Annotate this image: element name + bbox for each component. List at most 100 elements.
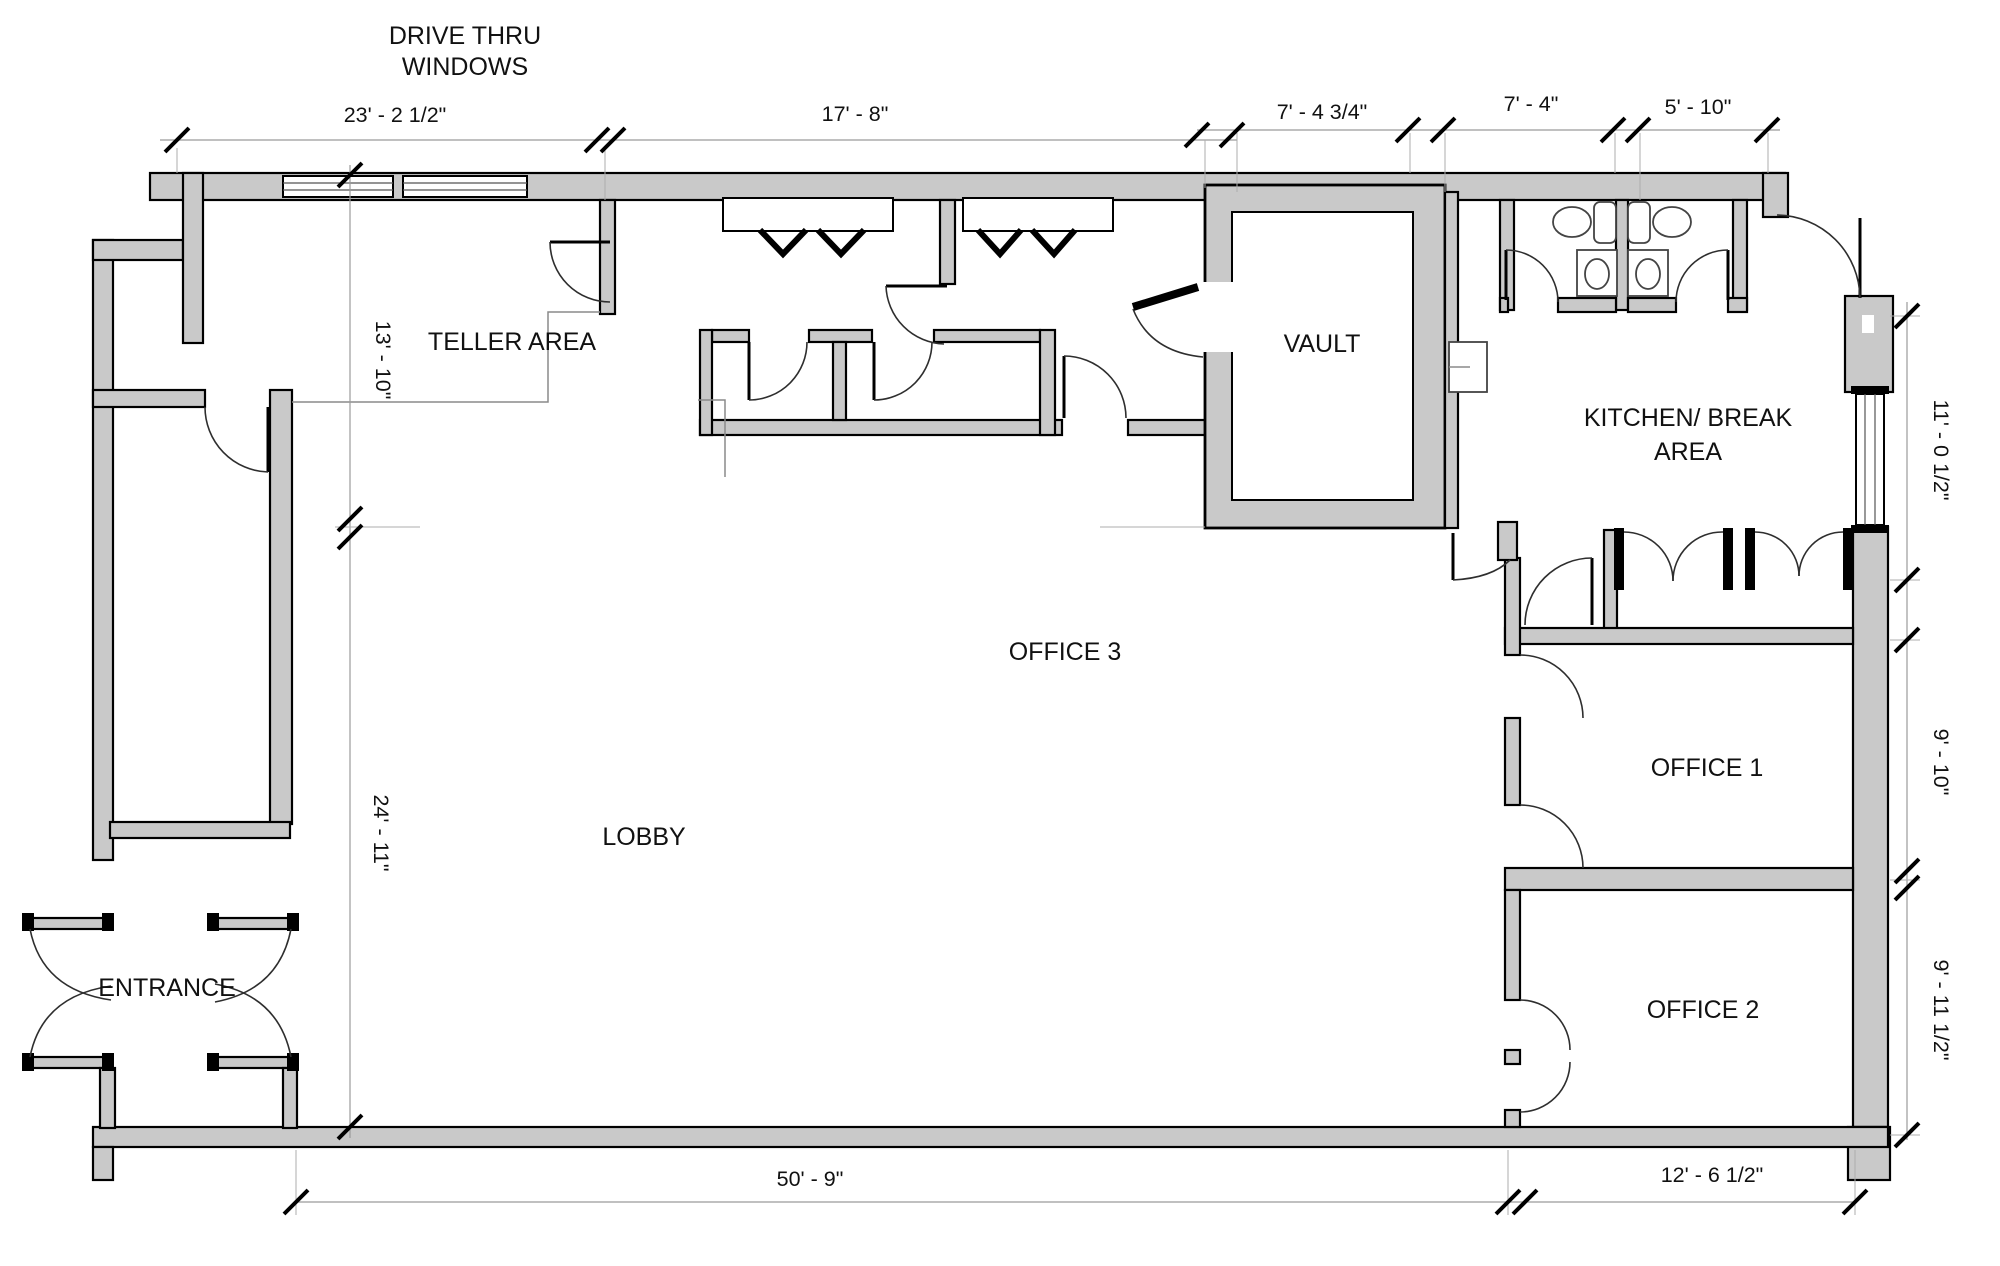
room-label-office3: OFFICE 3	[1009, 638, 1122, 666]
wall-corner-bl	[91, 1145, 115, 1182]
entrance-door-arc	[29, 928, 112, 1001]
restroom-bottom-d	[1726, 296, 1749, 314]
doors-group	[22, 214, 1862, 1113]
teller-bay-2	[962, 197, 1114, 232]
closet-stub-1	[1614, 528, 1624, 590]
dim-right-2: 9' - 10"	[1929, 729, 1953, 796]
dim-tick	[1511, 1188, 1539, 1216]
dim-tick	[583, 126, 611, 154]
dim-tick	[1429, 116, 1457, 144]
office2-door-arc	[1519, 1061, 1571, 1113]
restroom-wall-right	[1731, 198, 1749, 312]
closet-stub-3	[1745, 528, 1755, 590]
dim-tick	[1893, 874, 1921, 902]
dim-top-2: 17' - 8"	[822, 102, 889, 126]
dim-tick	[1893, 857, 1921, 885]
room-label-teller-area: TELLER AREA	[428, 328, 596, 356]
vault-door-arc	[1132, 308, 1204, 358]
dim-tick	[1893, 302, 1921, 330]
vault-door-opening	[1203, 282, 1234, 352]
wall-bottom	[91, 1125, 1890, 1149]
spine-s2	[1503, 716, 1522, 807]
door-arc	[204, 406, 269, 473]
wall-teller-right	[598, 198, 617, 316]
door-stop	[207, 913, 219, 931]
right-window-cap-top	[1851, 386, 1889, 394]
dim-top-4: 7' - 4"	[1504, 92, 1559, 116]
door-arc	[873, 341, 933, 401]
closet-door-arc	[1754, 531, 1800, 577]
room-label-kitchen-line1: KITCHEN/ BREAK	[1584, 404, 1793, 432]
room-label-office1: OFFICE 1	[1651, 754, 1764, 782]
dim-bottom-1: 50' - 9"	[777, 1167, 844, 1191]
wall-teller-left	[181, 171, 205, 345]
dim-tick	[1753, 116, 1781, 144]
toilet-bowl-icon	[1652, 206, 1692, 238]
wall-mid-h1a	[698, 418, 1064, 437]
dim-tick	[1183, 121, 1211, 149]
dim-tick	[1599, 116, 1627, 144]
dim-tick	[1624, 116, 1652, 144]
wall-annex-top	[91, 238, 185, 262]
wall-office-divider	[1503, 866, 1855, 892]
closet-door-arc	[1672, 531, 1724, 582]
door-arc	[1524, 557, 1593, 626]
door-arc	[1063, 355, 1127, 419]
right-window	[1855, 393, 1885, 526]
dim-right-3: 9' - 11 1/2"	[1929, 960, 1953, 1061]
teller-bay-1	[722, 197, 894, 232]
dim-tick	[1841, 1188, 1869, 1216]
wall-bay-divider	[938, 198, 957, 286]
windows-group	[282, 175, 1889, 533]
door-stop	[22, 913, 34, 931]
walls-group	[26, 171, 1895, 1182]
dim-top-5: 5' - 10"	[1665, 95, 1732, 119]
room-label-kitchen-line2: AREA	[1654, 438, 1722, 466]
closet-stub-2	[1723, 528, 1733, 590]
wall-leftroom-bottom	[108, 820, 292, 840]
wall-left-mid	[91, 388, 207, 409]
dim-tick	[336, 161, 364, 189]
wall-h2b	[807, 328, 874, 344]
room-label-office2: OFFICE 2	[1647, 996, 1760, 1024]
vestibule-stub-tr	[211, 916, 295, 931]
labels-group: DRIVE THRU WINDOWS TELLER AREA VAULT KIT…	[98, 22, 1953, 1191]
restroom-bottom-a	[1498, 296, 1510, 314]
right-window-cap-bottom	[1851, 525, 1889, 533]
entrance-door-arc	[214, 983, 292, 1058]
wall-right-corner	[1761, 171, 1790, 219]
jog-notch	[1862, 315, 1874, 333]
sink-basin-icon	[1584, 258, 1610, 290]
sink-basin-icon	[1635, 258, 1661, 290]
room-label-vault: VAULT	[1284, 330, 1361, 358]
wall-h2-left-end	[698, 328, 714, 437]
vestibule-stub-br	[211, 1055, 295, 1070]
teller-counter	[292, 311, 600, 403]
dim-right-1: 11' - 0 1/2"	[1929, 400, 1953, 501]
wall-h2-divider	[831, 340, 848, 422]
dim-tick	[282, 1188, 310, 1216]
door-arc	[748, 341, 808, 401]
door-stop	[22, 1053, 34, 1071]
dim-tick	[1494, 1188, 1522, 1216]
door-arc	[885, 285, 945, 345]
closet-stub-4	[1843, 528, 1853, 590]
dim-tick	[336, 505, 364, 533]
door-arc	[1452, 559, 1511, 581]
door-arc	[1505, 249, 1559, 303]
dim-tick	[1893, 566, 1921, 594]
restroom-bottom-c	[1626, 296, 1678, 314]
spine-s1	[1503, 556, 1522, 657]
wall-mid-h1b	[1126, 418, 1207, 437]
wall-leftroom-right	[268, 388, 294, 826]
door-stop	[102, 1053, 114, 1071]
fixtures-group	[292, 201, 1692, 477]
spine-end	[1503, 1108, 1522, 1129]
entrance-door-arc	[29, 985, 112, 1058]
dim-bottom-2: 12' - 6 1/2"	[1661, 1163, 1764, 1187]
drive-thru-label-line2: WINDOWS	[402, 53, 528, 81]
hall-stub	[1496, 520, 1519, 562]
drive-thru-chevron-4	[1029, 227, 1078, 259]
